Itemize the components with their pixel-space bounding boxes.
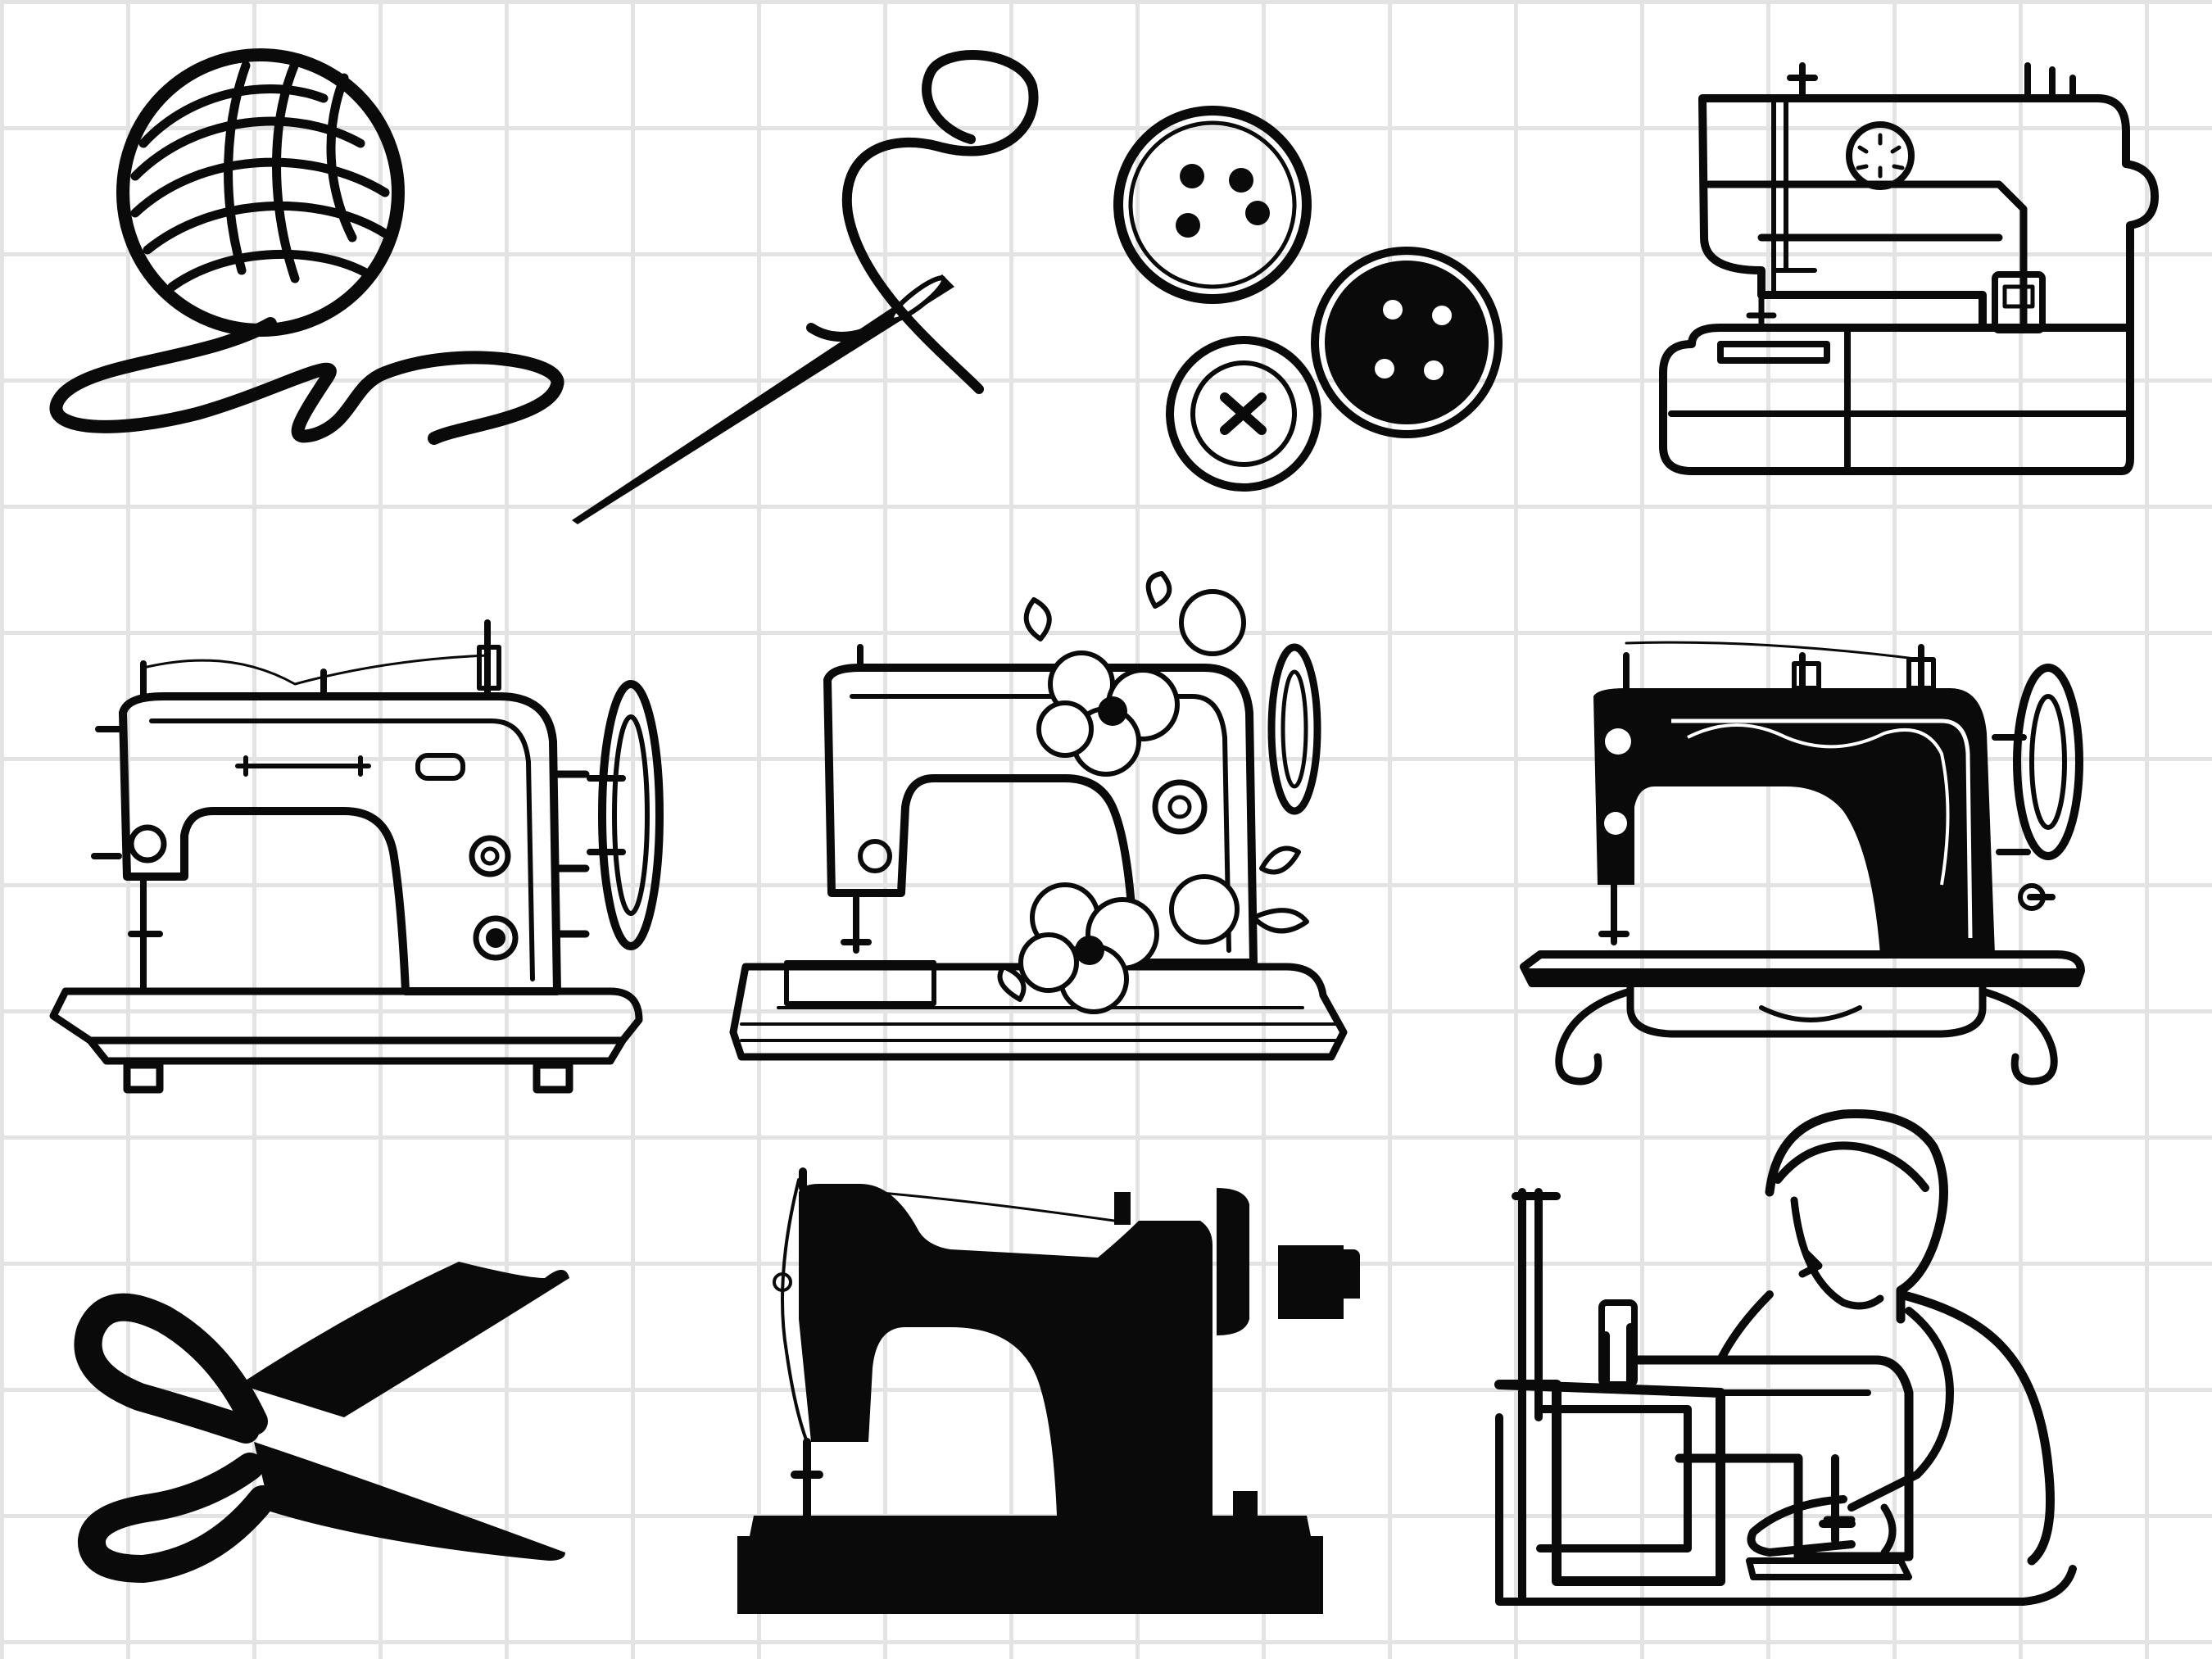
man-sewing-icon [1494,1109,2077,1606]
scissors-icon [74,1262,569,1583]
vintage-sewing-machine-icon [49,619,664,1094]
ornate-sewing-machine-icon [1520,641,2085,1086]
sewing-machine-silhouette-icon [737,1167,1360,1614]
floral-sewing-machine-icon [729,571,1348,1061]
needle-and-thread-icon [572,50,1039,524]
modern-sewing-machine-icon [1659,62,2159,475]
yarn-ball-icon [49,48,564,445]
buttons-icon [1113,106,1503,492]
